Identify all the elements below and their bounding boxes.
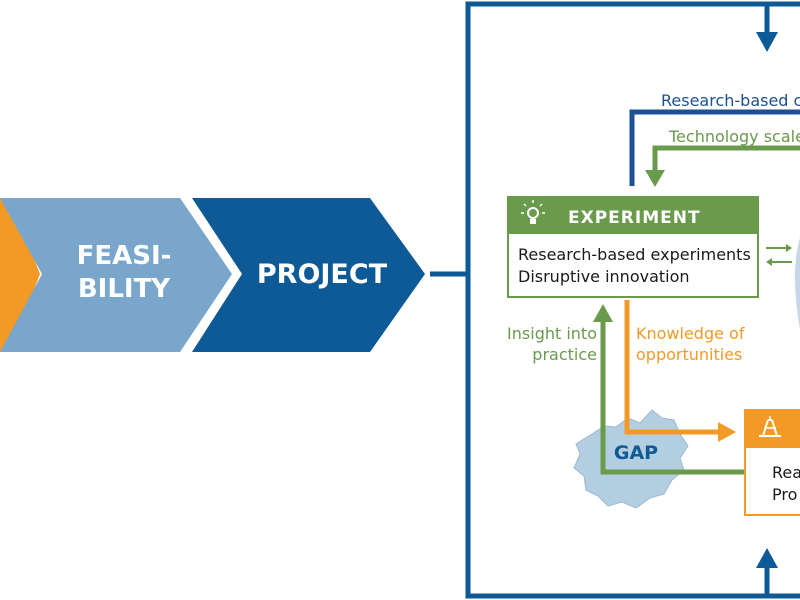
technology-scale-line [652,145,800,172]
insight-line [600,320,745,475]
gap-label: GAP [614,442,658,464]
feasibility-label-line2: BILITY [78,274,171,304]
production-line1: Rea [772,463,800,482]
bottom-arrow-head [756,548,778,568]
feasibility-label-line1: FEASI- [77,241,172,271]
production-line2: Pro [772,485,797,504]
experiment-title: EXPERIMENT [568,208,701,228]
project-chevron [192,198,425,352]
oil-rig-icon [759,416,781,437]
partial-circle-shape [795,238,800,330]
knowledge-arrowhead [718,422,736,442]
insight-label-line2: practice [532,345,597,364]
knowledge-line [624,300,720,435]
research-based-line [629,109,800,186]
orange-chevron [0,198,40,352]
knowledge-label-line1: Knowledge of [636,324,745,343]
top-arrow-head [756,32,778,52]
knowledge-label-line2: opportunities [636,345,742,364]
exchange-arrows-icon [766,244,792,266]
experiment-line1: Research-based experiments [518,245,751,264]
research-based-label: Research-based co [661,91,800,110]
production-header [745,410,800,448]
feasibility-chevron [0,198,232,352]
technology-scale-label: Technology scale [668,127,800,146]
outer-frame [465,1,800,599]
insight-label-line1: Insight into [507,324,597,343]
experiment-header [508,197,758,234]
technology-scale-arrowhead [645,170,665,187]
project-label: PROJECT [257,259,388,290]
insight-arrowhead [593,304,613,322]
lightbulb-icon [521,200,545,224]
experiment-line2: Disruptive innovation [518,267,690,286]
